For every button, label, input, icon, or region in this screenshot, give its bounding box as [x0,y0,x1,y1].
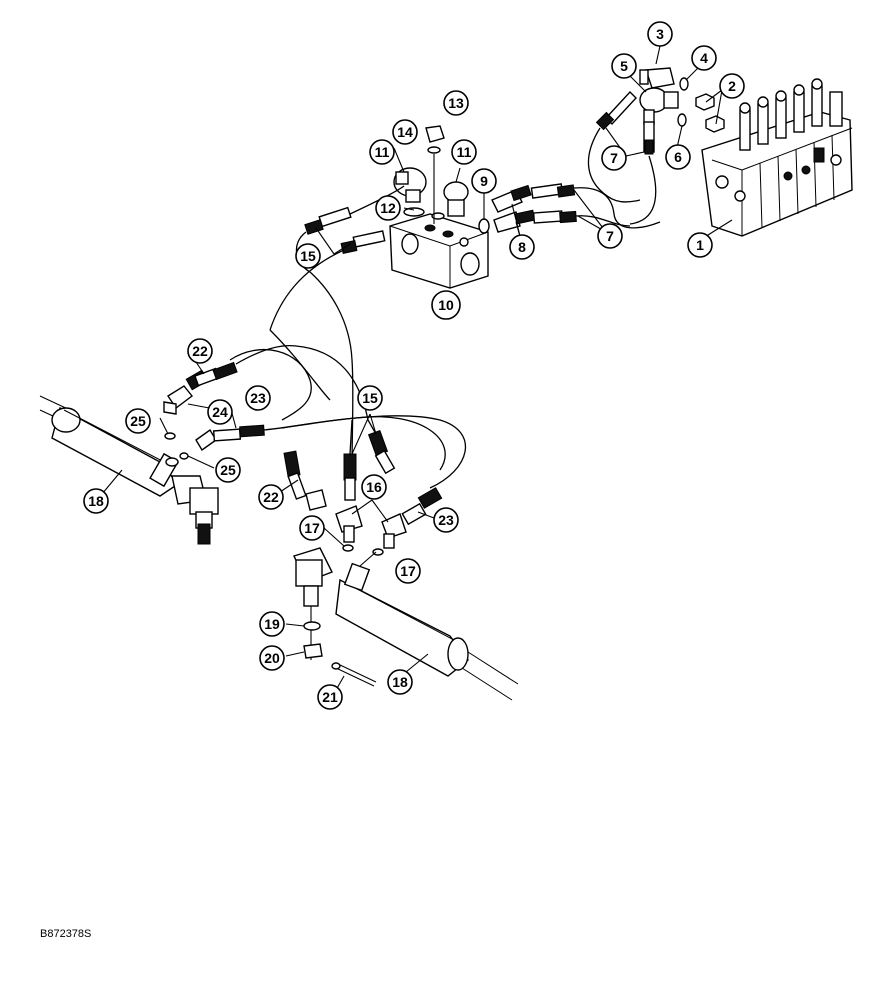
svg-text:20: 20 [264,650,280,666]
hose-7-upper [587,90,657,225]
hoses-7-lower [530,183,661,229]
hose-23-upper [195,416,446,471]
plug-13 [425,125,445,224]
svg-text:16: 16 [366,479,382,495]
callout-7a: 7 [601,145,627,171]
svg-text:12: 12 [380,200,396,216]
callout-13: 13 [443,90,469,116]
callout-11a: 11 [369,139,395,165]
svg-text:10: 10 [438,297,454,313]
callout-12: 12 [375,195,401,221]
right-cylinder [293,547,519,701]
callout-22a: 22 [187,338,213,364]
manifold-block [389,213,489,289]
callout-2: 2 [719,73,745,99]
svg-text:18: 18 [88,493,104,509]
callout-6: 6 [665,144,691,170]
svg-text:17: 17 [400,563,416,579]
o-rings-12 [403,207,445,220]
svg-text:19: 19 [264,616,280,632]
svg-text:7: 7 [610,150,618,166]
tees-16 [335,487,443,556]
callout-20: 20 [259,645,285,671]
callout-16: 16 [361,474,387,500]
callout-10: 10 [431,290,461,320]
callout-22b: 22 [258,484,284,510]
svg-text:5: 5 [620,58,628,74]
elbow-fitting-5 [639,87,687,127]
callout-23a: 23 [245,385,271,411]
hoses-lower [283,419,396,511]
svg-text:13: 13 [448,95,464,111]
svg-text:22: 22 [263,489,279,505]
svg-text:7: 7 [606,228,614,244]
callout-25b: 25 [215,457,241,483]
drawing-id-label: B872378S [40,928,92,940]
svg-text:17: 17 [304,520,320,536]
callout-4: 4 [691,45,717,71]
callout-1: 1 [687,232,713,258]
leader-lines [101,45,733,691]
callout-3: 3 [647,21,673,47]
elbow-fitting-3 [639,67,689,91]
control-valve [701,78,853,237]
callout-17a: 17 [299,515,325,541]
elbows-8 [478,184,536,234]
svg-text:22: 22 [192,343,208,359]
svg-text:2: 2 [728,78,736,94]
callout-18a: 18 [83,488,109,514]
left-cylinder [39,395,219,545]
callout-8: 8 [509,234,535,260]
svg-text:25: 25 [220,462,236,478]
svg-text:3: 3 [656,26,664,42]
callout-9: 9 [471,168,497,194]
hardware [303,621,377,687]
svg-text:11: 11 [457,144,472,160]
callout-15a: 15 [295,243,321,269]
svg-text:11: 11 [375,144,390,160]
callout-7b: 7 [597,223,623,249]
svg-text:18: 18 [392,674,408,690]
svg-text:23: 23 [250,390,266,406]
callout-5: 5 [611,53,637,79]
svg-text:1: 1 [696,237,704,253]
svg-text:25: 25 [130,413,146,429]
svg-text:15: 15 [300,248,316,264]
svg-text:21: 21 [322,689,338,705]
fitting-2 [695,93,725,133]
callout-14: 14 [392,119,418,145]
callout-25a: 25 [125,408,151,434]
callout-19: 19 [259,611,285,637]
svg-text:4: 4 [700,50,708,66]
callout-15b: 15 [357,385,383,411]
svg-text:14: 14 [397,124,413,140]
svg-text:9: 9 [480,173,488,189]
callout-21: 21 [317,684,343,710]
svg-text:15: 15 [362,390,378,406]
callout-17b: 17 [395,558,421,584]
fittings-11 [393,167,469,217]
hose-22-upper [194,344,297,387]
svg-text:6: 6 [674,149,682,165]
callout-23b: 23 [433,507,459,533]
callout-18b: 18 [387,669,413,695]
svg-text:8: 8 [518,239,526,255]
callout-11b: 11 [451,139,477,165]
callout-24: 24 [207,399,233,425]
svg-text:23: 23 [438,512,454,528]
svg-text:24: 24 [212,404,228,420]
